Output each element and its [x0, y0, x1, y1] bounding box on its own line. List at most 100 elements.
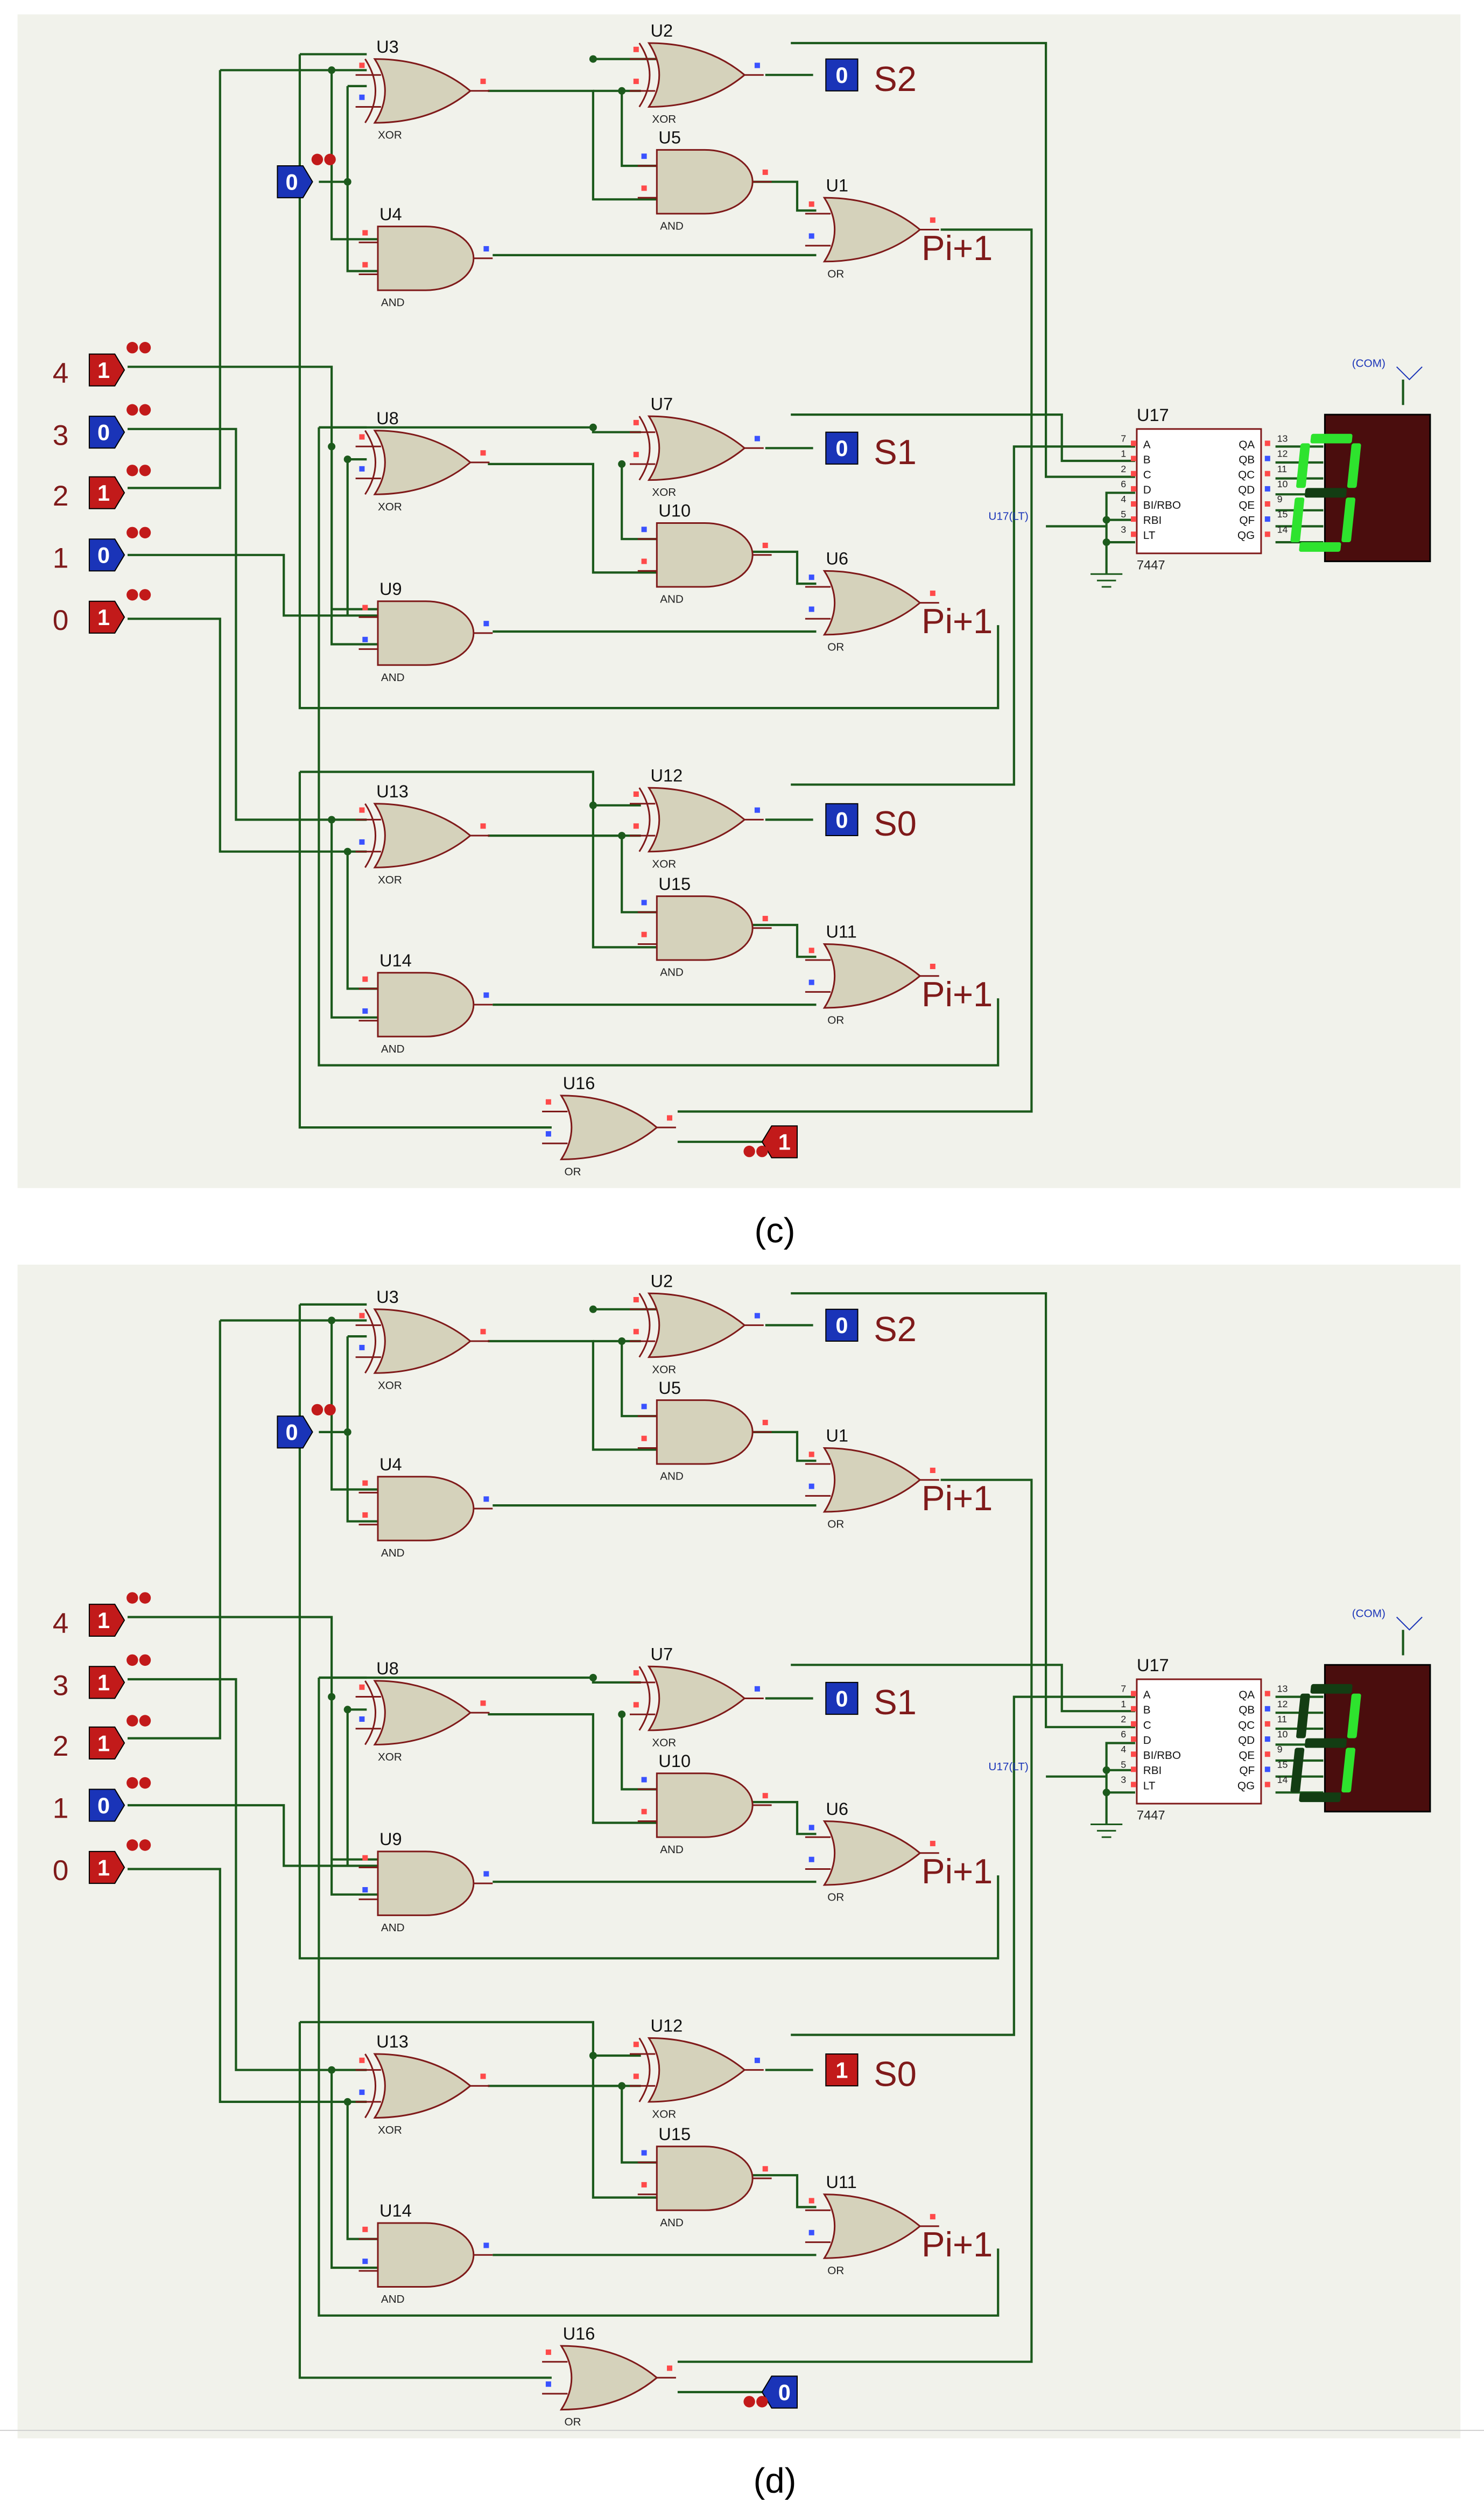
pin-marker	[641, 1777, 647, 1783]
gate-body	[656, 895, 754, 961]
probe-value: 0	[835, 62, 848, 88]
decoder-pin-number: 13	[1277, 433, 1288, 444]
pin-marker	[641, 1404, 647, 1410]
input-toggle: 0	[88, 1789, 125, 1822]
wire	[752, 2174, 817, 2208]
probe-value: 1	[835, 2058, 848, 2083]
carry-output-label: Pi+1	[922, 1852, 993, 1891]
pin-marker	[362, 1512, 368, 1518]
com-terminal	[1396, 366, 1423, 381]
pin-marker	[359, 94, 365, 100]
segment-a	[1310, 1684, 1353, 1694]
gate-name-label: U13	[376, 2031, 409, 2051]
xor-arc	[364, 58, 377, 123]
pin-marker	[1131, 516, 1136, 522]
junction-dot	[343, 2098, 351, 2106]
decoder-pin-number: 15	[1277, 509, 1288, 520]
junction-dot	[1102, 538, 1110, 546]
gate-type-label: AND	[660, 2217, 684, 2229]
gate-name-label: U7	[651, 394, 673, 413]
logic-body	[277, 165, 313, 199]
pin-marker	[1131, 486, 1136, 492]
gate-type-label: AND	[381, 1922, 405, 1934]
pin-marker	[359, 1344, 365, 1350]
decoder-pin-number: 10	[1277, 1729, 1288, 1740]
wire	[299, 2021, 641, 2057]
logic-body	[88, 600, 125, 634]
gate-body	[377, 1476, 475, 1541]
probe-value: 0	[835, 436, 848, 461]
output-probe: 0	[825, 431, 859, 465]
pin-marker	[359, 62, 365, 68]
pin-marker	[762, 1793, 768, 1799]
gate-type-label: XOR	[652, 486, 676, 499]
pin-marker	[808, 979, 814, 985]
logic-value: 1	[97, 357, 110, 383]
xor-arc	[638, 43, 651, 108]
decoder-part: 7447	[1137, 1809, 1165, 1823]
seven-segment-display	[1290, 413, 1431, 563]
pin-marker	[362, 1480, 368, 1486]
pin-marker	[930, 1841, 936, 1847]
toggle-knob	[126, 1839, 138, 1851]
pin-marker	[633, 452, 639, 458]
pin-marker	[641, 2182, 647, 2188]
logic-value: 0	[285, 170, 298, 195]
pin-marker	[545, 2349, 551, 2355]
logic-body	[277, 1415, 313, 1449]
decoder-output-label: QC	[1238, 469, 1255, 481]
pin-marker	[1264, 1736, 1270, 1742]
junction-dot	[1102, 1766, 1110, 1774]
gate-type-label: XOR	[652, 2108, 676, 2121]
junction-dot	[343, 847, 351, 856]
pin-marker	[1264, 1721, 1270, 1727]
output-probe: 0	[825, 58, 859, 92]
input-label: 4	[53, 1608, 69, 1639]
toggle-knob	[139, 342, 151, 354]
pin-marker	[808, 1483, 814, 1489]
input-label: 2	[53, 1730, 69, 1762]
pin-marker	[641, 558, 647, 564]
pin-marker	[1264, 1706, 1270, 1712]
lt-label: U17(LT)	[988, 510, 1028, 523]
input-toggle: 0	[88, 416, 125, 449]
toggle-knob	[139, 1654, 151, 1666]
segment-e	[1290, 497, 1305, 542]
toggle-knob	[311, 1404, 323, 1416]
pin-marker	[359, 1313, 365, 1319]
logic-body	[88, 538, 125, 572]
pin-marker	[808, 1825, 814, 1831]
gate-name-label: U5	[658, 1378, 681, 1398]
decoder-input-label: D	[1143, 1734, 1151, 1747]
xor-arc	[364, 803, 377, 868]
xor-arc	[638, 787, 651, 852]
probe-body	[825, 1308, 859, 1342]
pin-marker	[480, 1700, 486, 1706]
decoder-input-label: C	[1143, 1719, 1151, 1731]
output-label: S2	[874, 1309, 917, 1349]
pin-marker	[359, 1684, 365, 1690]
junction-dot	[328, 816, 336, 824]
com-terminal	[1396, 1616, 1423, 1631]
pin-marker	[480, 823, 486, 829]
pin-marker	[1131, 1706, 1136, 1712]
decoder-name: U17	[1137, 405, 1169, 425]
toggle-knob	[324, 153, 336, 165]
decoder-body	[1136, 428, 1262, 555]
wire	[592, 805, 657, 949]
junction-dot	[618, 460, 626, 468]
gate-body	[822, 1447, 922, 1513]
gate-name-label: U13	[376, 781, 409, 801]
gate-body	[373, 803, 472, 868]
probe-body	[825, 2053, 859, 2087]
enable-toggle: 1	[761, 1125, 798, 1159]
logic-value: 1	[778, 1130, 791, 1155]
input-toggle: 1	[88, 1666, 125, 1699]
pin-marker	[1131, 1751, 1136, 1757]
decoder-pin-number: 10	[1277, 479, 1288, 489]
pin-marker	[1264, 501, 1270, 507]
